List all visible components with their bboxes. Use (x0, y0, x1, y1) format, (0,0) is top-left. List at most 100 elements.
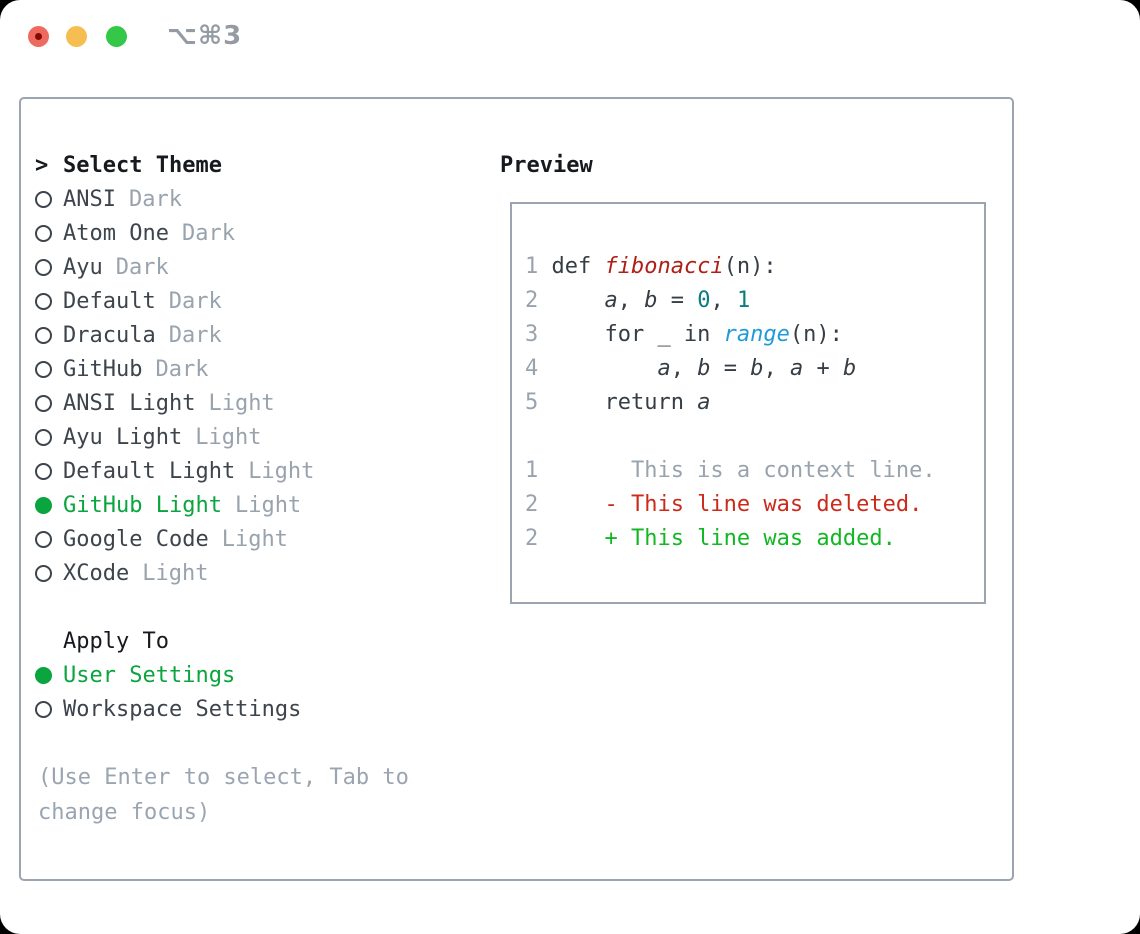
theme-variant-badge: Dark (168, 322, 222, 348)
minimize-button[interactable] (66, 26, 87, 47)
theme-name: GitHub Light (63, 492, 222, 518)
theme-list-title: Select Theme (63, 152, 222, 178)
code-segment: , (617, 288, 645, 313)
theme-name: Default Light (63, 458, 236, 484)
theme-option-ayu-light[interactable]: Ayu Light Light (35, 420, 314, 454)
theme-name: ANSI (63, 186, 116, 212)
close-button[interactable] (28, 26, 49, 47)
code-segment: def (551, 254, 605, 279)
code-segment: + This line was added. (604, 526, 896, 551)
radio-slot (35, 326, 63, 344)
line-number: 1 (525, 254, 539, 279)
preview-line: 3 for _ in range(n): (525, 318, 984, 352)
code-segment: - This line was deleted. (604, 492, 923, 517)
radio-icon (35, 326, 52, 344)
theme-variant-badge: Light (142, 560, 209, 586)
line-number: 3 (525, 322, 539, 347)
theme-variant-badge: Dark (115, 254, 169, 280)
preview-line: 2 a, b = 0, 1 (525, 284, 984, 318)
apply-option-label: User Settings (63, 662, 236, 688)
radio-slot (35, 292, 63, 310)
code-segment: b (842, 356, 857, 381)
radio-slot (35, 666, 63, 684)
apply-to-label: Apply To (63, 628, 169, 654)
radio-slot (35, 190, 63, 208)
theme-option-dracula[interactable]: Dracula Dark (35, 318, 314, 352)
code-segment: (n): (789, 322, 843, 347)
radio-icon (35, 462, 52, 480)
code-segment: 0 (697, 288, 711, 313)
code-segment: , (763, 356, 790, 381)
radio-icon (35, 564, 52, 582)
preview-line (525, 420, 984, 454)
code-segment: a (604, 288, 618, 313)
theme-name: Atom One (63, 220, 169, 246)
radio-slot (35, 428, 63, 446)
radio-slot (35, 360, 63, 378)
radio-icon (35, 394, 52, 412)
radio-icon (35, 224, 52, 242)
code-segment: range (723, 322, 790, 347)
code-segment: a (657, 356, 671, 381)
radio-selected-icon (35, 496, 52, 514)
radio-slot (35, 462, 63, 480)
radio-selected-icon (35, 666, 52, 684)
zoom-button[interactable] (106, 26, 127, 47)
apply-option-workspace-settings[interactable]: Workspace Settings (35, 692, 301, 726)
line-number: 4 (525, 356, 539, 381)
preview-title: Preview (500, 152, 593, 178)
preview-line: 2 + This line was added. (525, 522, 984, 556)
theme-option-default-light[interactable]: Default Light Light (35, 454, 314, 488)
radio-slot (35, 700, 63, 718)
code-segment: a (789, 356, 804, 381)
hint-text: (Use Enter to select, Tab to change focu… (38, 765, 409, 825)
preview-line: 2 - This line was deleted. (525, 488, 984, 522)
line-number: 2 (525, 526, 539, 551)
code-segment (551, 288, 604, 313)
radio-icon (35, 700, 52, 718)
code-segment (551, 492, 604, 517)
radio-icon (35, 530, 52, 548)
line-number: 2 (525, 492, 539, 517)
code-segment (551, 526, 604, 551)
theme-name: Dracula (63, 322, 156, 348)
line-number: 5 (525, 390, 539, 415)
theme-name: Ayu Light (63, 424, 183, 450)
code-segment: a (697, 390, 711, 415)
theme-variant-badge: Light (221, 526, 288, 552)
cursor-slot: > (35, 153, 63, 178)
theme-variant-badge: Light (248, 458, 315, 484)
theme-variant-badge: Light (195, 424, 262, 450)
apply-option-label: Workspace Settings (63, 696, 302, 722)
code-segment: b (644, 288, 658, 313)
code-segment: + (803, 356, 843, 381)
preview-line: 4 a, b = b, a + b (525, 352, 984, 386)
line-number: 1 (525, 458, 539, 483)
code-segment: This is a context line. (551, 458, 936, 483)
theme-name: ANSI Light (63, 390, 196, 416)
radio-icon (35, 292, 52, 310)
theme-list-header: >Select Theme (35, 148, 314, 182)
code-segment: b (697, 356, 711, 381)
preview-line: 1 This is a context line. (525, 454, 984, 488)
theme-variant-badge: Dark (168, 288, 222, 314)
apply-option-user-settings[interactable]: User Settings (35, 658, 301, 692)
line-number: 2 (525, 288, 539, 313)
code-segment: 1 (736, 288, 751, 313)
